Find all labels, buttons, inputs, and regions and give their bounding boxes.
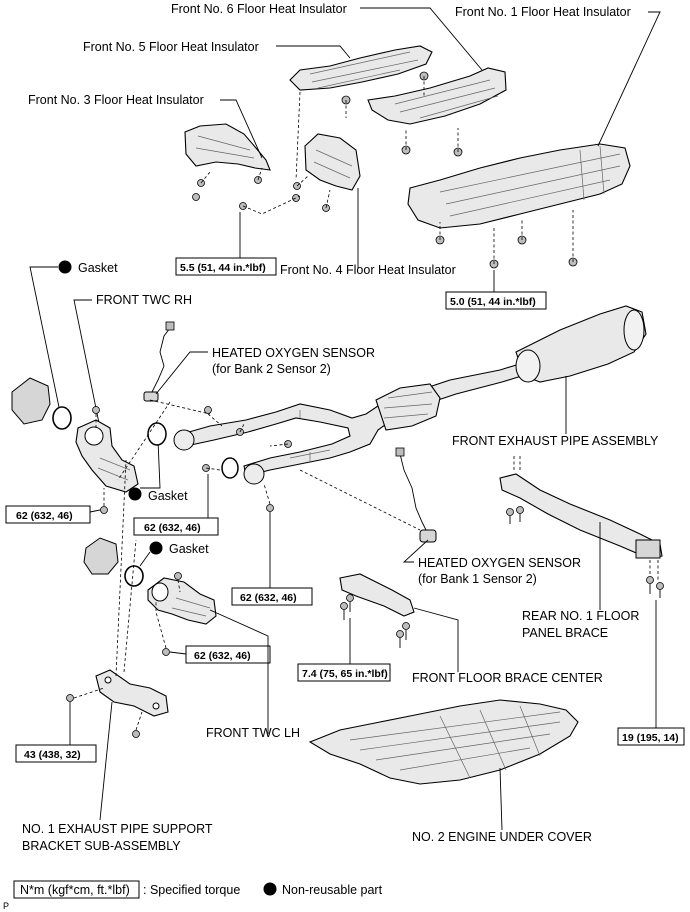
label-support-bracket-l2: BRACKET SUB-ASSEMBLY: [22, 839, 181, 853]
leader-front-twc-lh: [209, 609, 269, 734]
label-rear-brace-l1: REAR NO. 1 FLOOR: [522, 609, 639, 623]
label-engine-under-cover: NO. 2 ENGINE UNDER COVER: [412, 830, 592, 844]
front-twc-lh: [147, 577, 217, 625]
torque-box-5-0: [445, 291, 547, 310]
label-hos-bank2-l1: HEATED OXYGEN SENSOR: [212, 346, 375, 360]
twc-rh-nut: [92, 406, 100, 414]
twc-rh-bolt: [100, 506, 108, 514]
label-gasket-3: Gasket: [169, 542, 209, 556]
bracket-bolt-1: [66, 694, 74, 702]
front-no5-floor-heat-insulator: [289, 45, 433, 91]
twc-lh-bolt: [162, 648, 170, 656]
leader-gasket-3: [139, 551, 151, 567]
legend-torque-text: : Specified torque: [143, 883, 240, 897]
nonreusable-mark-1: [58, 260, 72, 274]
no1-exhaust-pipe-support-bracket: [95, 669, 169, 717]
torque-box-5-5: [175, 257, 277, 276]
gasket-lh: [124, 565, 144, 587]
torque-43: 43 (438, 32): [24, 749, 81, 761]
front-no3-floor-heat-insulator: [184, 123, 271, 171]
torque-62-d: 62 (632, 46): [194, 650, 251, 662]
torque-box-62-c: [231, 587, 313, 606]
leader-front-no6: [360, 7, 483, 71]
label-rear-brace-l2: PANEL BRACE: [522, 626, 608, 640]
no2-engine-under-cover: [308, 699, 579, 785]
leader-gasket-2: [140, 439, 161, 489]
leader-torque-62-a: [89, 509, 101, 513]
torque-box-62-d: [185, 645, 271, 664]
front-exhaust-pipe-assembly: [181, 305, 647, 477]
torque-box-62-a: [5, 505, 91, 524]
bracket-bolt-2: [132, 730, 140, 738]
heated-oxygen-sensor-bank2: [143, 321, 175, 402]
label-front-no6: Front No. 6 Floor Heat Insulator: [171, 2, 347, 16]
torque-box-19: [617, 727, 685, 746]
twc-lh-nut: [174, 572, 182, 580]
leader-torque-62-d: [169, 651, 187, 655]
rear-no1-floor-panel-brace: [499, 473, 663, 559]
leader-front-floor-brace: [413, 607, 459, 672]
label-gasket-1: Gasket: [78, 261, 118, 275]
front-floor-brace-center: [339, 573, 415, 617]
front-no6-large-heat-insulator: [407, 143, 631, 229]
torque-box-43: [15, 744, 97, 763]
leader-hos-bank1: [402, 539, 429, 563]
label-hos-bank1-l2: (for Bank 1 Sensor 2): [418, 572, 537, 586]
torque-box-62-b: [133, 517, 219, 536]
torque-62-a: 62 (632, 46): [16, 510, 73, 522]
leader-front-no5: [276, 45, 351, 59]
twc-rh-dashes: [95, 414, 105, 506]
legend-nonreusable-mark: [263, 882, 277, 896]
label-front-no3: Front No. 3 Floor Heat Insulator: [28, 93, 204, 107]
twc-lh-dashes: [155, 579, 181, 649]
label-front-floor-brace: FRONT FLOOR BRACE CENTER: [412, 671, 603, 685]
torque-5-0: 5.0 (51, 44 in.*lbf): [450, 296, 536, 308]
torque-box-7-4: [297, 663, 391, 682]
corner-mark: P: [3, 901, 9, 911]
label-support-bracket-l1: NO. 1 EXHAUST PIPE SUPPORT: [22, 822, 213, 836]
pipe-bolts: [117, 399, 421, 531]
rear-brace-bolts: [506, 454, 664, 598]
gasket-rh: [52, 406, 72, 430]
leader-gasket-1: [29, 266, 61, 413]
nonreusable-mark-2: [128, 487, 142, 501]
exhaust-manifold-rh: [11, 377, 51, 425]
leader-front-twc-rh: [73, 299, 101, 429]
torque-19: 19 (195, 14): [622, 732, 679, 744]
insulator-install-dashes: [200, 76, 574, 264]
label-front-no4: Front No. 4 Floor Heat Insulator: [280, 263, 456, 277]
front-twc-rh: [75, 419, 139, 493]
exhaust-manifold-lh: [83, 537, 119, 575]
torque-7-4: 7.4 (75, 65 in.*lbf): [302, 668, 388, 680]
label-front-no5: Front No. 5 Floor Heat Insulator: [83, 40, 259, 54]
torque-62-b: 62 (632, 46): [144, 522, 201, 534]
leader-engine-under-cover: [499, 767, 503, 831]
label-hos-bank2-l2: (for Bank 2 Sensor 2): [212, 362, 331, 376]
leader-front-no3: [220, 99, 263, 159]
nonreusable-mark-3: [149, 541, 163, 555]
heated-oxygen-sensor-bank1: [395, 447, 437, 543]
torque-62-c: 62 (632, 46): [240, 592, 297, 604]
label-front-no1: Front No. 1 Floor Heat Insulator: [455, 5, 631, 19]
label-hos-bank1-l1: HEATED OXYGEN SENSOR: [418, 556, 581, 570]
legend-nonreusable-text: Non-reusable part: [282, 883, 383, 897]
label-gasket-2: Gasket: [148, 489, 188, 503]
legend-torque-box: [13, 880, 140, 899]
leader-support-bracket: [99, 701, 113, 821]
legend-torque-unit: N*m (kgf*cm, ft.*lbf): [20, 883, 130, 897]
leader-hos-bank2: [155, 351, 208, 395]
label-front-twc-lh: FRONT TWC LH: [206, 726, 300, 740]
front-no4-floor-heat-insulator: [304, 133, 361, 191]
torque-5-5: 5.5 (51, 44 in.*lbf): [180, 262, 266, 274]
label-front-twc-rh: FRONT TWC RH: [96, 293, 192, 307]
leader-front-no1: [597, 11, 661, 147]
pipe-gaskets-and-flanges: [147, 422, 265, 485]
front-no1-floor-heat-insulator: [367, 67, 507, 125]
label-front-exhaust-pipe: FRONT EXHAUST PIPE ASSEMBLY: [452, 434, 659, 448]
floor-brace-bolts: [340, 594, 410, 648]
